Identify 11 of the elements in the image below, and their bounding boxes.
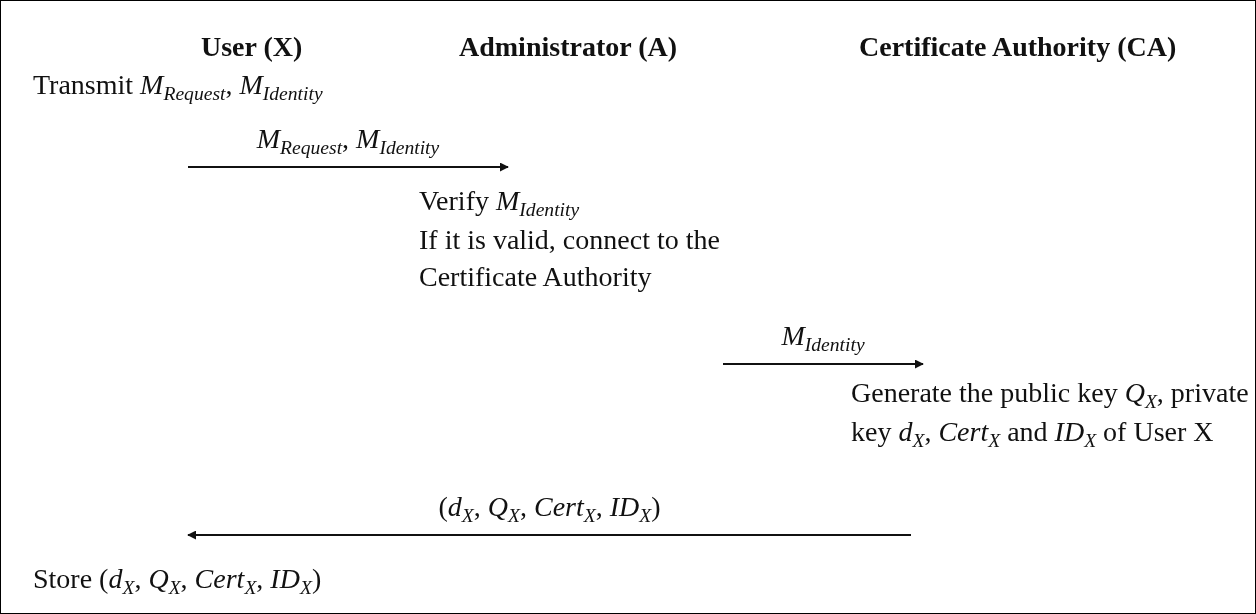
arrow — [722, 359, 924, 369]
step-text: Transmit M$_{Request}$, M$_{Identity}$ — [33, 68, 324, 106]
step-text: If it is valid, connect to the Certificate Authority — [419, 223, 721, 294]
column-heading: Certificate Authority (CA) — [859, 31, 1177, 63]
arrow — [187, 530, 912, 540]
arrow — [187, 162, 509, 172]
step-text: Verify M$_{Identity}$ — [419, 184, 581, 222]
column-heading: User (X) — [201, 31, 303, 63]
step-text: Generate the public key Q$_{X}$, private key d$_{X}$, Cert$_{X}$ and ID$_{X}$ of User X — [851, 376, 1250, 454]
step-text: Store (d$_{X}$, Q$_{X}$, Cert$_{X}$, ID$_{X}$) — [33, 562, 323, 600]
column-heading: Administrator (A) — [459, 31, 677, 63]
